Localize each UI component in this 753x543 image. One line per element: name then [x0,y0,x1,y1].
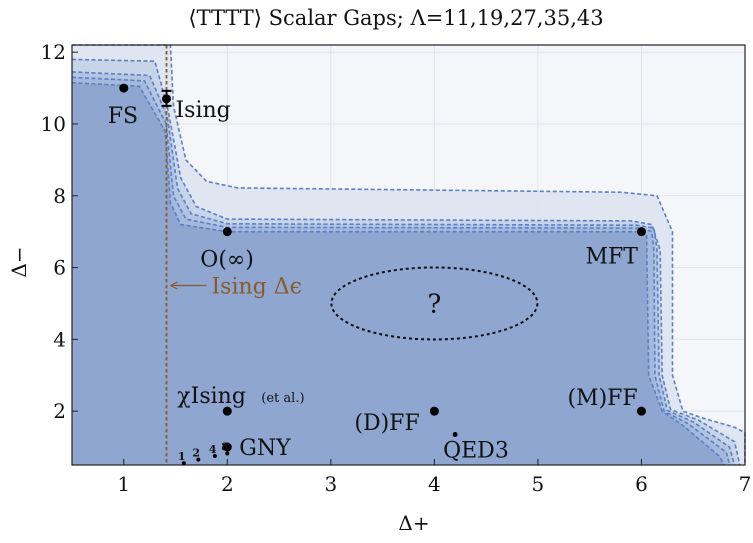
boundary-outer [72,44,746,465]
x-tick-label: 1 [117,472,130,496]
point-label: (D)FF [354,411,419,436]
ising-arrow-head [170,281,178,290]
point-label: Ising [175,98,230,123]
point-label: O(∞) [200,248,254,273]
y-tick-label: 8 [53,184,66,208]
point-label: MFT [585,245,638,270]
point-label: QED3 [443,438,509,463]
gny-small-label: 2 [192,447,200,460]
point-QED3 [452,431,458,437]
gny-small-label: 8 [221,441,229,454]
question-mark-label: ? [427,289,441,319]
boundary-b3 [71,71,736,466]
y-tick-label: 6 [53,256,66,280]
gny-small-point [196,457,201,462]
point-O(∞) [222,227,232,237]
plot-frame [71,44,746,466]
x-axis-label: Δ+ [398,511,429,535]
point-label: χIsing [177,384,246,409]
y-tick-label: 4 [53,327,66,351]
y-tick-label: 12 [41,40,66,64]
ising-line-label: Ising Δϵ [211,275,301,300]
x-tick-label: 5 [532,472,545,496]
y-tick-label: 10 [41,112,66,136]
point-MFT [636,227,646,237]
gny-small-label: 4 [209,443,217,456]
point-(D)FF [429,406,439,416]
gny-small-point [212,454,217,459]
point-FS [119,83,129,93]
point-GNY [222,442,232,452]
y-axis-label: Δ− [7,246,31,277]
allowed-region-inner [72,82,725,465]
gny-small-point [181,461,186,466]
y-tick-label: 2 [53,399,66,423]
point-χIsing [222,406,232,416]
point-(M)FF [636,406,646,416]
chart-title: ⟨TTTT⟩ Scalar Gaps; Λ=11,19,27,35,43 [188,6,603,30]
point-Ising [161,94,171,104]
point-label: (M)FF [567,386,637,411]
gny-small-label: 1 [178,450,186,463]
point-label: FS [108,104,138,129]
x-tick-label: 7 [739,472,752,496]
x-tick-label: 4 [428,472,441,496]
point-label-note: (et al.) [261,391,304,406]
boundary-b2 [71,58,741,466]
x-tick-label: 2 [221,472,234,496]
gny-small-point [225,451,230,456]
point-label: GNY [239,436,291,461]
x-tick-label: 6 [635,472,648,496]
x-tick-label: 3 [324,472,337,496]
unexplored-region-ellipse [330,266,539,341]
boundary-b4 [71,76,731,466]
